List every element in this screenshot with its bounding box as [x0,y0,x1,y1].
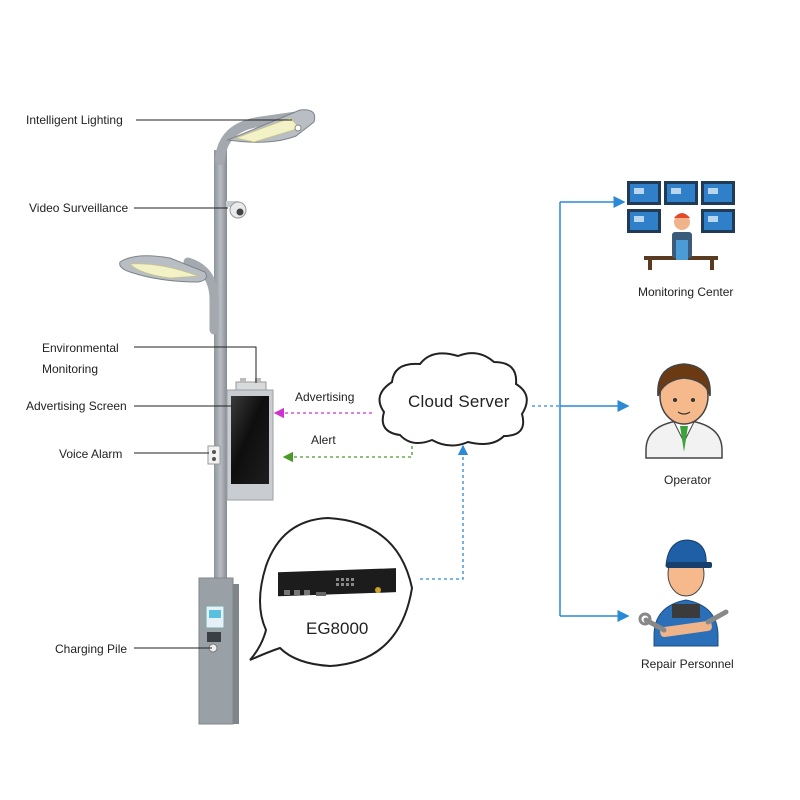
pole-shaft [214,150,227,590]
upper-arm [215,111,305,165]
lower-arm [183,257,219,335]
alert-flow-line [282,440,413,463]
lower-lamp-icon [119,255,207,283]
label-environmental-line1: Environmental [42,341,119,355]
camera-icon [226,201,247,219]
gateway-label: EG8000 [306,619,369,638]
operator-icon [645,363,723,459]
gateway-uplink-line [420,444,469,580]
leader-environmental [134,346,257,383]
environmental-sensor-icon [235,378,267,391]
label-leaders [134,119,292,649]
charging-pile-icon [198,577,239,725]
flow-label-advertising: Advertising [295,390,355,404]
label-operator: Operator [664,473,712,487]
speaker-icon [207,445,221,465]
monitoring-center-icon [627,181,735,270]
smart-pole [119,109,316,725]
upper-lamp-icon [226,109,316,143]
label-advertising-screen: Advertising Screen [26,399,127,413]
advertising-screen-display [231,396,269,484]
label-video-surveillance: Video Surveillance [29,201,129,215]
label-environmental-line2: Monitoring [42,362,99,376]
cloud-icon [378,352,528,447]
label-voice-alarm: Voice Alarm [59,447,123,461]
flow-label-alert: Alert [311,433,336,447]
label-charging-pile: Charging Pile [55,642,128,656]
repair-personnel-icon [638,539,729,647]
label-intelligent-lighting: Intelligent Lighting [26,113,123,127]
label-monitoring-center: Monitoring Center [638,285,734,299]
eg8000-device-icon [278,568,396,597]
cloud-server-label: Cloud Server [408,392,510,411]
label-repair-personnel: Repair Personnel [641,657,734,671]
